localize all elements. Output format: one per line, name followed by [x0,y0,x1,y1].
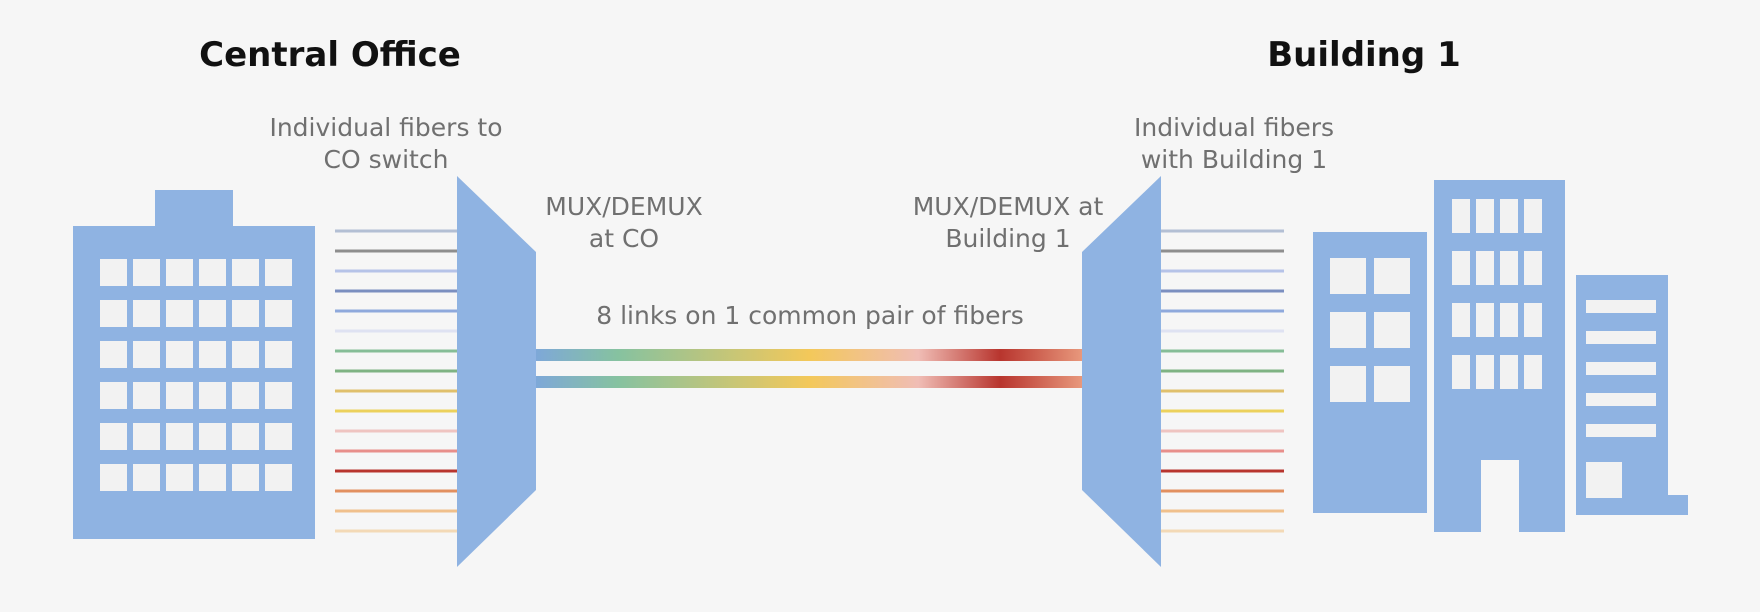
window [133,341,160,368]
window [232,259,259,286]
left-fibers-label-line1: Individual fibers to [269,113,502,142]
left-mux-label-line1: MUX/DEMUX [545,192,702,221]
window [1330,366,1366,402]
window [265,423,292,450]
window [199,423,226,450]
window [1374,366,1410,402]
window [1452,251,1470,285]
window [1524,355,1542,389]
right-individual-fibers [1161,229,1284,533]
window [265,259,292,286]
window [1500,355,1518,389]
window [1476,251,1494,285]
window [1330,312,1366,348]
window [100,464,127,491]
window [1374,312,1410,348]
window [199,382,226,409]
building-1-icon [1313,180,1688,532]
window [166,300,193,327]
building-1-title: Building 1 [1267,35,1460,75]
window [133,259,160,286]
window [265,300,292,327]
window [100,423,127,450]
window [133,464,160,491]
common-link-label: 8 links on 1 common pair of fibers [596,301,1024,330]
window [1476,355,1494,389]
right-mux-label-line1: MUX/DEMUX at [913,192,1104,221]
window [232,382,259,409]
window [100,300,127,327]
mux-demux-co-icon [457,176,536,567]
window [1374,258,1410,294]
window [232,341,259,368]
common-fiber-pair [536,349,1082,388]
window [1586,424,1656,437]
window [166,341,193,368]
window [232,300,259,327]
trunk-fiber-1 [536,349,1082,361]
window [166,423,193,450]
window [232,423,259,450]
window [166,464,193,491]
window [1524,303,1542,337]
right-mux-label-line2: Building 1 [945,224,1070,253]
window [265,464,292,491]
window [1500,251,1518,285]
mux-demux-building-1-icon [1082,176,1161,567]
trunk-fiber-2 [536,376,1082,388]
window [199,341,226,368]
left-fibers-label-line2: CO switch [324,145,449,174]
window [133,300,160,327]
window [1452,355,1470,389]
window [1500,303,1518,337]
window [1586,362,1656,375]
window [265,382,292,409]
window [232,464,259,491]
window [199,259,226,286]
right-fibers-label-line1: Individual fibers [1134,113,1334,142]
window [1524,199,1542,233]
window [1452,303,1470,337]
window [1500,199,1518,233]
window [1586,393,1656,406]
window [199,464,226,491]
window [1476,303,1494,337]
right-fibers-label-line2: with Building 1 [1141,145,1327,174]
central-office-building-icon [73,190,315,539]
window [1586,462,1622,498]
window [1586,300,1656,313]
left-individual-fibers [335,229,457,533]
left-mux-label-line2: at CO [589,224,659,253]
window [133,423,160,450]
window [100,341,127,368]
central-office-title: Central Office [199,35,461,75]
window [265,341,292,368]
window [1476,199,1494,233]
window [1330,258,1366,294]
window [166,382,193,409]
window [1452,199,1470,233]
window [166,259,193,286]
window [100,259,127,286]
window [1524,251,1542,285]
window [100,382,127,409]
window [1586,331,1656,344]
window [133,382,160,409]
window [199,300,226,327]
